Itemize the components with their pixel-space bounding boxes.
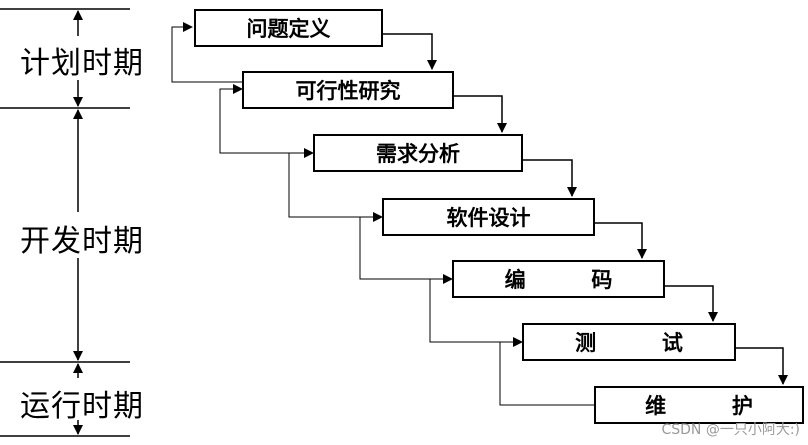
forward-arrow-4 — [595, 222, 647, 259]
phase-label-development: 开发时期 — [20, 224, 144, 259]
forward-arrow-3 — [523, 159, 577, 197]
watermark: CSDN @一只小阿大:) — [661, 422, 800, 438]
stage-box-problem-definition: 问题定义 — [194, 9, 383, 47]
feedback-arrow-2 — [219, 84, 313, 154]
stage-box-testing: 测 试 — [522, 323, 736, 361]
feedback-arrow-3 — [288, 148, 382, 218]
forward-arrow-2 — [454, 95, 507, 133]
feedback-arrow-1 — [171, 22, 242, 83]
forward-arrow-6 — [736, 347, 788, 385]
forward-arrow-1 — [383, 33, 437, 70]
phase-label-planning: 计划时期 — [20, 46, 144, 81]
feedback-arrow-6 — [499, 337, 594, 406]
forward-arrows — [383, 33, 788, 385]
forward-arrow-5 — [665, 285, 718, 322]
feedback-arrows — [171, 22, 594, 406]
stage-box-feasibility-study: 可行性研究 — [242, 71, 454, 109]
stage-box-maintenance: 维 护 — [594, 386, 804, 424]
feedback-arrow-4 — [359, 212, 452, 280]
phase-label-operation: 运行时期 — [20, 389, 144, 424]
phase-boundaries — [0, 8, 130, 437]
stage-box-software-design: 软件设计 — [382, 198, 595, 236]
feedback-arrow-5 — [429, 274, 522, 343]
stage-box-coding: 编 码 — [452, 260, 665, 298]
stage-box-requirements-analysis: 需求分析 — [313, 134, 523, 172]
